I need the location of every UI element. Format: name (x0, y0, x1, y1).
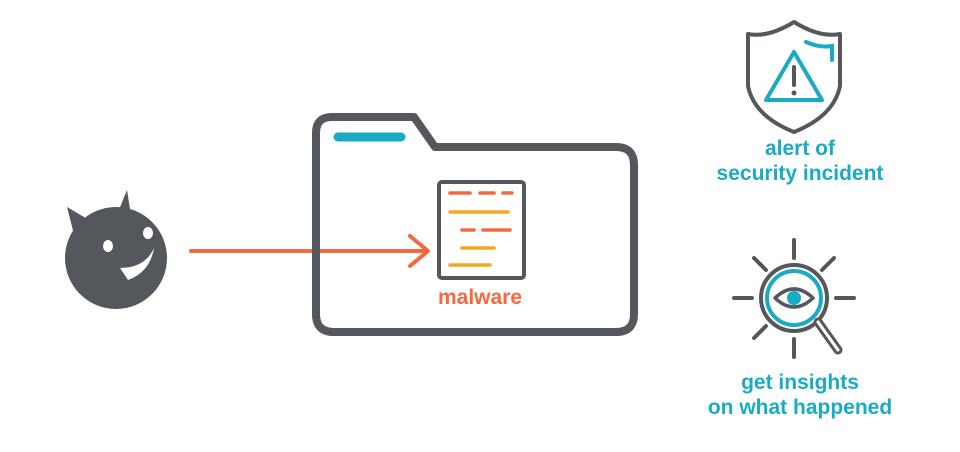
malware-label: malware (420, 285, 540, 310)
insights-caption: get insights on what happened (680, 370, 920, 420)
attack-arrow (189, 234, 430, 268)
alert-caption-line-1: alert of (764, 137, 835, 160)
insights-caption-line-2: on what happened (707, 396, 893, 420)
devil-face-icon (65, 190, 167, 309)
magnifier-eye-icon (732, 238, 856, 359)
insights-caption-line-1: get insights (741, 371, 859, 394)
alert-caption-line-2: security incident (716, 162, 884, 186)
malware-file-icon (437, 180, 526, 280)
shield-alert-icon (746, 20, 842, 134)
alert-caption: alert of security incident (680, 136, 920, 186)
folder-icon (312, 113, 638, 336)
malware-label-text: malware (437, 286, 523, 309)
